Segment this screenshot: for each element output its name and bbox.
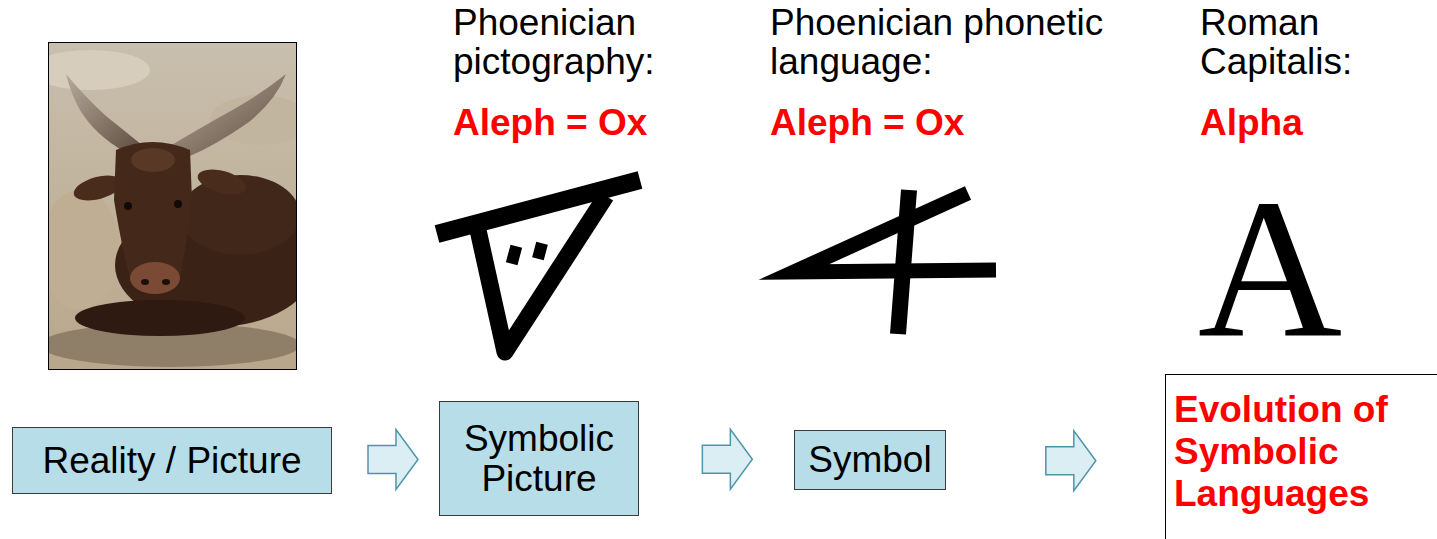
label-slot: Aleph = Ox (770, 104, 964, 143)
label-slot: Alpha (1200, 104, 1303, 143)
label-slot: A (1198, 168, 1342, 368)
ox-forehead (131, 148, 175, 172)
process-box: Symbolic Picture (439, 401, 639, 516)
ox-head (114, 142, 192, 294)
column-heading: Roman Capitalis: (1200, 4, 1420, 82)
block-arrow (368, 430, 418, 490)
pictograph-stroke (437, 180, 640, 234)
box-text: Reality / Picture (42, 441, 301, 481)
column-heading: Phoenician pictography: (453, 4, 683, 82)
letter-glyph: A (1198, 168, 1342, 368)
ox-legs (75, 300, 245, 336)
column-subheading: Aleph = Ox (770, 104, 964, 143)
ox-photo (48, 42, 297, 370)
pictograph-stroke (478, 196, 606, 352)
ox-ear (195, 165, 249, 199)
ox-muzzle (130, 262, 180, 294)
column-subheading: Aleph = Ox (453, 104, 647, 143)
symbol-stroke (794, 193, 996, 272)
ox-horn (170, 74, 286, 156)
block-arrow (702, 429, 752, 489)
label-slot: Aleph = Ox (453, 104, 647, 143)
process-box: Reality / Picture (12, 427, 332, 494)
aleph-phonetic-symbol (794, 190, 996, 334)
label-slot: Phoenician pictography: (453, 4, 683, 82)
ox-nostril (162, 279, 170, 285)
ox-horn (66, 74, 142, 152)
box-text: Symbol (808, 440, 931, 480)
column-heading: Phoenician phonetic language: (770, 4, 1130, 82)
process-box: Symbol (794, 430, 946, 490)
pictograph-eye (532, 242, 548, 261)
ground-patch (48, 190, 120, 310)
ground-patch (48, 50, 150, 90)
ox-eye (124, 202, 132, 210)
result-box: Evolution of Symbolic Languages (1165, 374, 1437, 539)
block-arrow (1046, 431, 1096, 491)
photo-frame (49, 43, 297, 370)
aleph-pictograph (437, 180, 640, 352)
ox-eye (174, 200, 182, 208)
box-text: Evolution of Symbolic Languages (1174, 389, 1436, 515)
box-text: Symbolic Picture (454, 419, 624, 499)
pictograph-eye (506, 245, 522, 265)
ox-nostril (141, 279, 149, 285)
column-subheading: Alpha (1200, 104, 1303, 143)
label-slot: Phoenician phonetic language: (770, 4, 1130, 82)
label-slot: Roman Capitalis: (1200, 4, 1420, 82)
symbol-stroke (898, 190, 909, 334)
